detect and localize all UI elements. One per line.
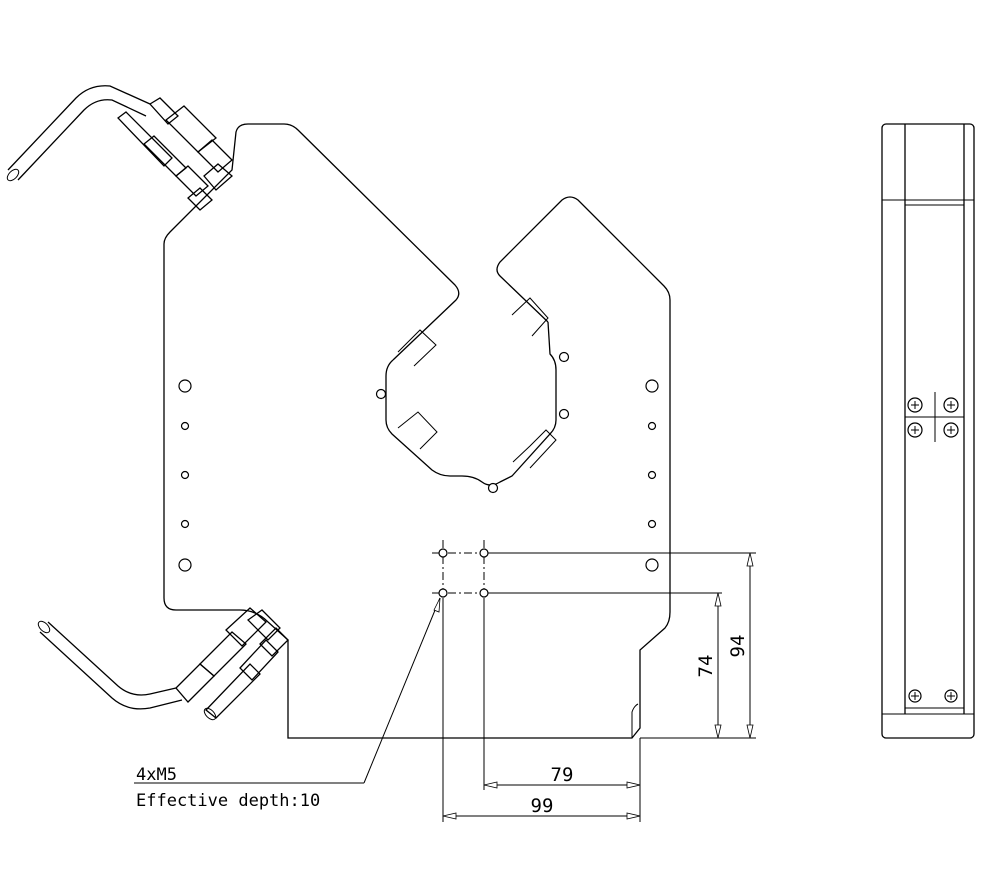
dim-79: 79 xyxy=(551,764,574,786)
mounting-hole xyxy=(180,519,190,529)
cutout-hole xyxy=(558,408,570,420)
screw-icon xyxy=(943,422,959,438)
mounting-hole xyxy=(647,421,657,431)
holes-label: 4xM5 xyxy=(136,765,177,785)
cable-top xyxy=(6,85,233,211)
jaw-pads xyxy=(397,297,557,469)
plate-outline xyxy=(163,123,671,739)
front-view: 74 94 79 99 4xM5 Effective depth:10 xyxy=(6,85,756,822)
plate-cutout-notch xyxy=(631,703,639,738)
screw-icon xyxy=(908,689,922,703)
mounting-hole xyxy=(645,558,659,572)
side-view xyxy=(881,123,975,739)
mounting-hole xyxy=(645,379,659,393)
cable-bottom xyxy=(37,607,289,721)
screw-icon xyxy=(944,689,958,703)
center-cutout xyxy=(385,321,557,486)
cutout-hole xyxy=(375,388,387,400)
dimension-lines xyxy=(134,552,756,822)
screw-icon xyxy=(907,397,923,413)
depth-label: Effective depth:10 xyxy=(136,791,320,811)
mounting-hole xyxy=(178,558,192,572)
screw-icon xyxy=(943,397,959,413)
m5-hole-pattern xyxy=(432,540,495,610)
cutout-hole xyxy=(487,482,499,494)
mounting-hole xyxy=(647,519,657,529)
m5-hole xyxy=(479,588,489,598)
screw-icon xyxy=(907,422,923,438)
plate-top-left-edge xyxy=(163,123,249,250)
dim-99: 99 xyxy=(531,795,554,817)
mounting-hole xyxy=(180,421,190,431)
m5-hole xyxy=(479,548,489,558)
m5-hole xyxy=(438,548,448,558)
dim-74: 74 xyxy=(695,655,717,678)
mounting-hole xyxy=(180,470,190,480)
dim-94: 94 xyxy=(727,635,749,658)
cutout-hole xyxy=(558,351,570,363)
mounting-hole xyxy=(178,379,192,393)
m5-hole xyxy=(438,588,448,598)
mounting-hole xyxy=(647,470,657,480)
